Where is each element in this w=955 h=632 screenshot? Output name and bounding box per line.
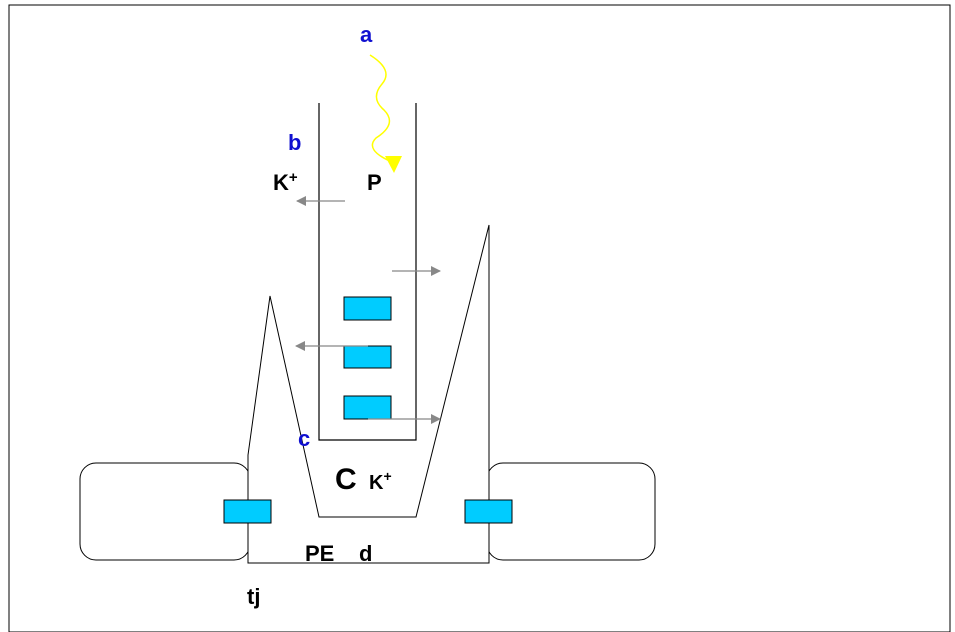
- label-k-left: K+: [273, 169, 298, 195]
- label-d: d: [359, 541, 372, 566]
- label-k-right: K+: [369, 468, 392, 494]
- label-c-big: C: [335, 463, 357, 496]
- light-wave-arrowhead: [385, 156, 402, 173]
- light-wave: [369, 54, 393, 163]
- label-k-left-sup: +: [289, 169, 298, 186]
- disk-block-2: [343, 345, 392, 369]
- left-junction-block: [223, 499, 272, 524]
- right-junction-block: [464, 499, 513, 524]
- disk-block-3: [343, 395, 392, 420]
- label-tj: tj: [247, 584, 260, 609]
- label-pe: PE: [305, 541, 334, 566]
- label-p: P: [367, 170, 382, 195]
- label-k-right-sup: +: [383, 468, 391, 484]
- label-b: b: [288, 130, 301, 155]
- label-k-left-base: K: [273, 170, 289, 195]
- label-c: c: [298, 426, 310, 451]
- disk-block-1: [343, 296, 392, 321]
- label-a: a: [360, 22, 373, 47]
- label-k-right-base: K: [369, 472, 384, 494]
